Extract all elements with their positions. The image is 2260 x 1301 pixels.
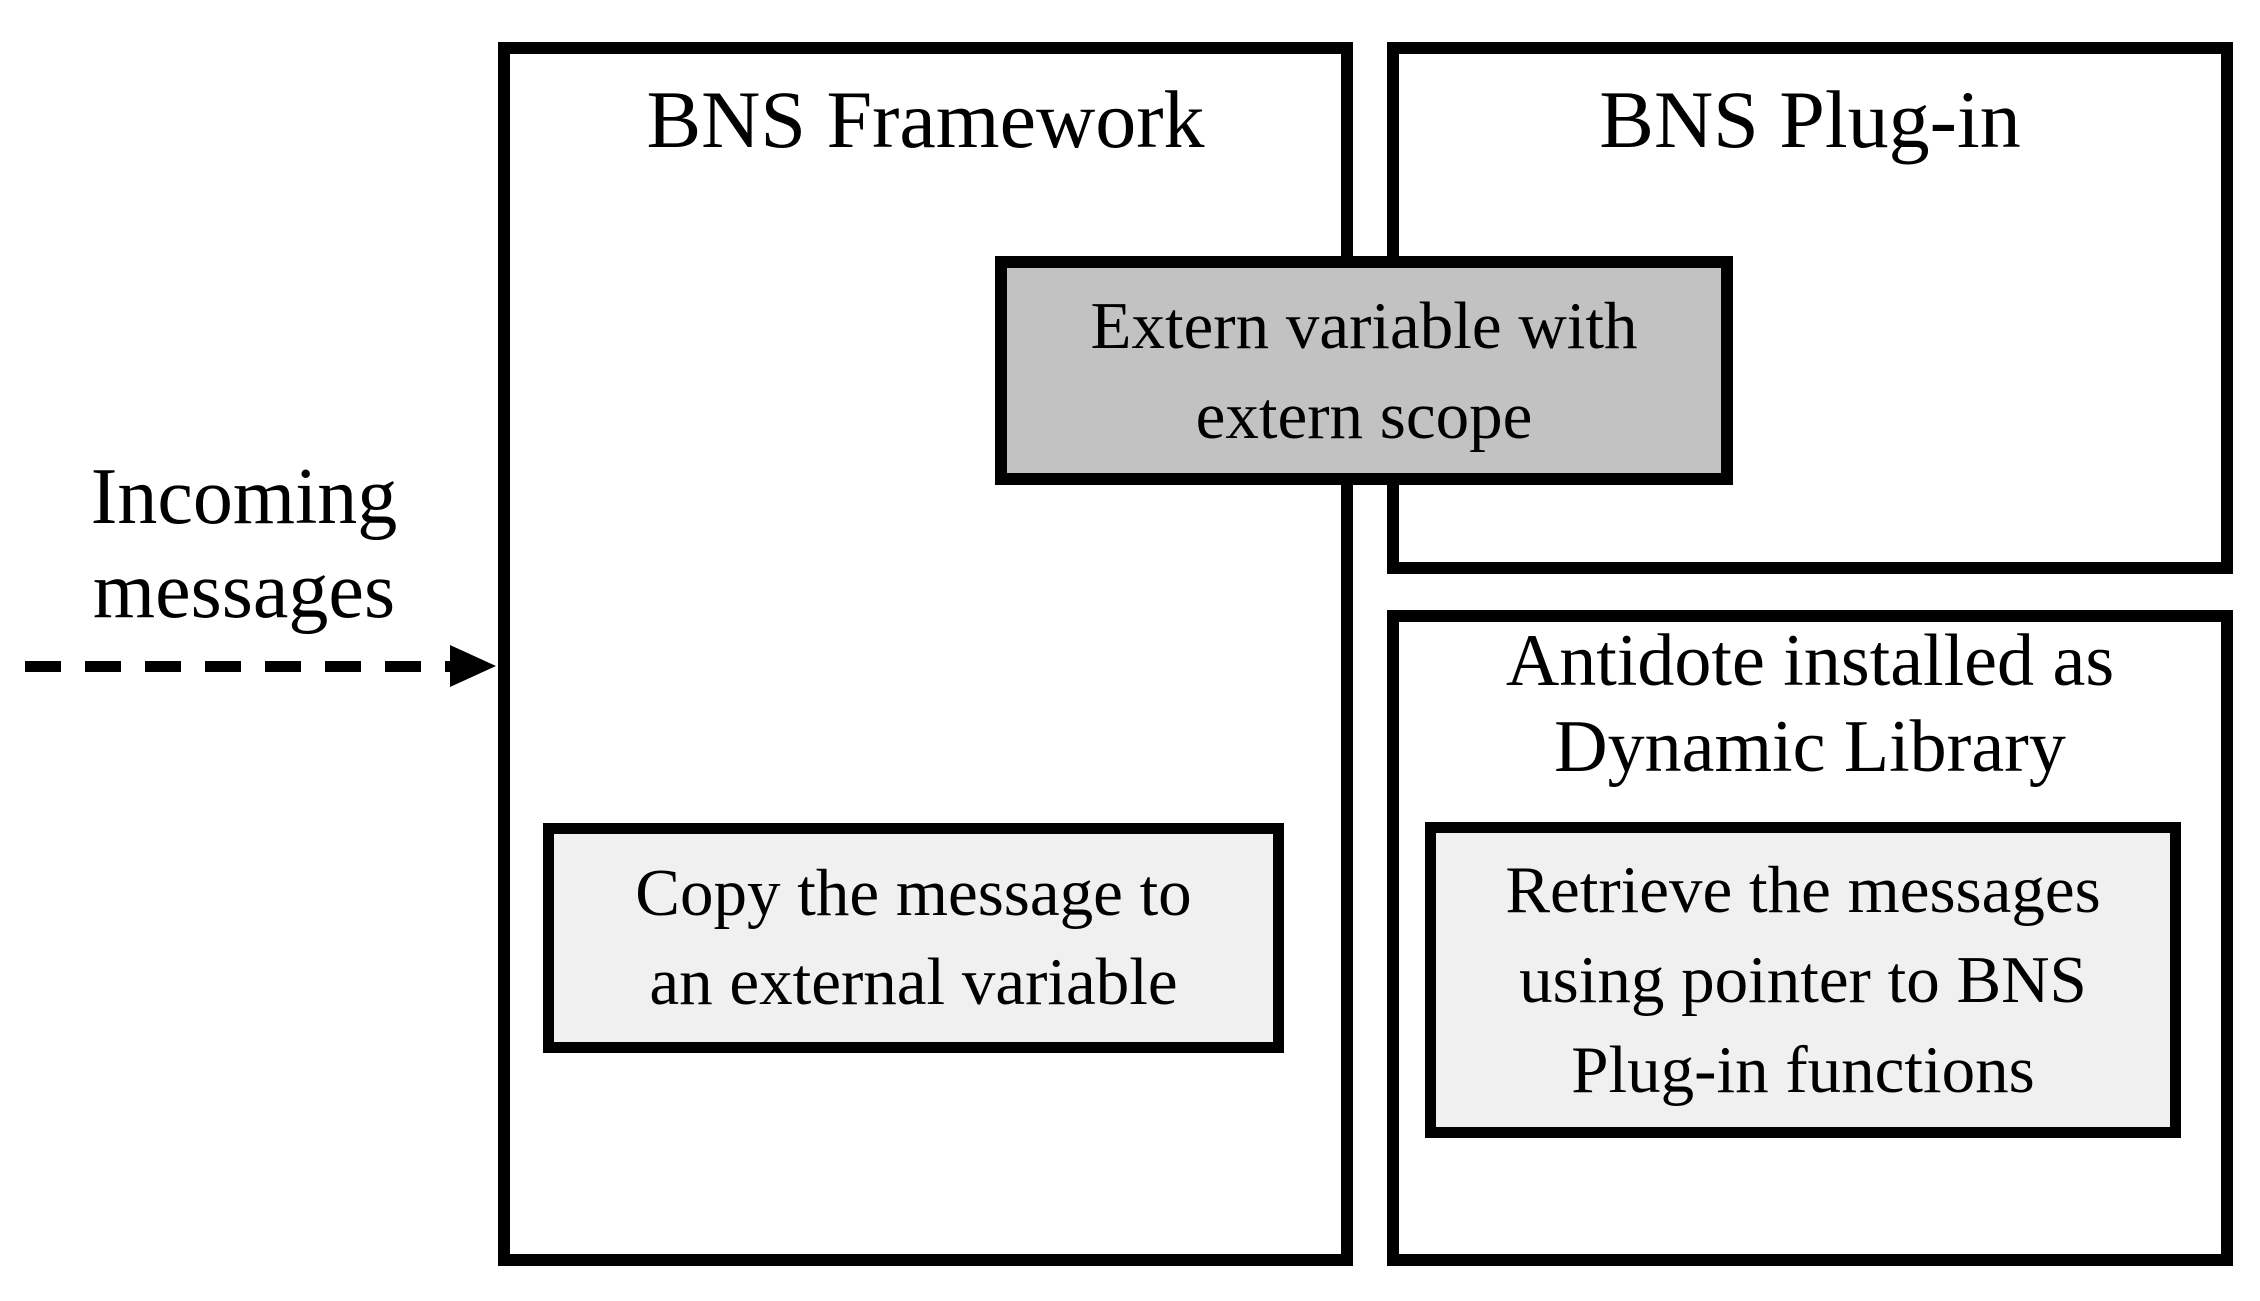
copy-message-line-1: Copy the message to xyxy=(635,856,1192,930)
bns-framework-box xyxy=(498,42,1353,1266)
incoming-arrow-head-icon xyxy=(450,645,496,687)
incoming-messages-line-2: messages xyxy=(92,547,396,635)
retrieve-messages-line-3: Plug-in functions xyxy=(1571,1033,2035,1107)
retrieve-messages-line-1: Retrieve the messages xyxy=(1505,853,2101,927)
extern-variable-box: Extern variable with extern scope xyxy=(995,256,1733,485)
antidote-dynamic-library-title: Antidote installed as Dynamic Library xyxy=(1387,618,2233,790)
retrieve-messages-box: Retrieve the messages using pointer to B… xyxy=(1425,822,2181,1138)
bns-plugin-title: BNS Plug-in xyxy=(1599,74,2021,165)
antidote-title-line-2: Dynamic Library xyxy=(1554,706,2066,788)
copy-message-box: Copy the message to an external variable xyxy=(543,823,1284,1053)
incoming-arrow-dashed-line xyxy=(25,661,455,672)
incoming-messages-label: Incoming messages xyxy=(18,450,470,638)
incoming-messages-line-1: Incoming xyxy=(90,453,398,541)
bns-framework-title: BNS Framework xyxy=(646,74,1205,165)
extern-variable-line-1: Extern variable with xyxy=(1090,288,1638,363)
copy-message-line-2: an external variable xyxy=(649,945,1178,1019)
retrieve-messages-line-2: using pointer to BNS xyxy=(1519,943,2087,1017)
extern-variable-line-2: extern scope xyxy=(1195,378,1533,453)
antidote-title-line-1: Antidote installed as xyxy=(1505,620,2115,702)
